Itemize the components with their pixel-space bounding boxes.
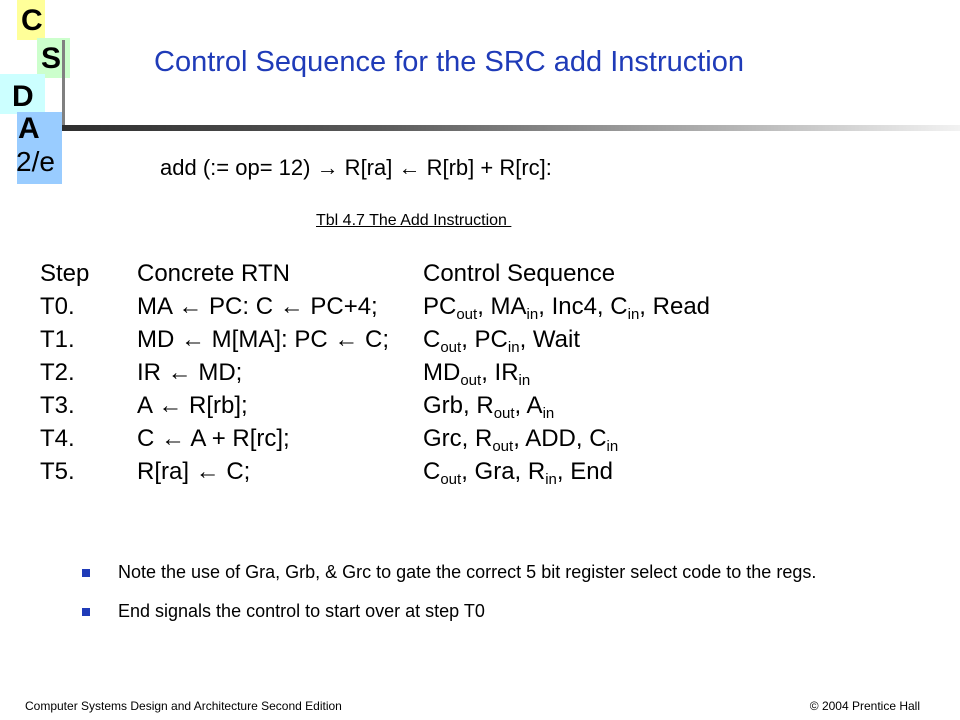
step-cell: T5. xyxy=(40,458,75,485)
footer-copyright: © 2004 Prentice Hall xyxy=(809,699,920,713)
step-cell: T3. xyxy=(40,392,75,419)
signal-name: , ADD, C xyxy=(513,425,607,452)
signal-name: Grb, R xyxy=(423,392,494,419)
signal-subscript: out xyxy=(493,405,515,422)
rtn-cell: IR ← MD; xyxy=(137,359,243,386)
bullet-square-icon xyxy=(82,608,90,616)
control-signals-cell: Grc, Rout, ADD, Cin xyxy=(423,425,619,455)
right-arrow-icon: → xyxy=(316,155,339,180)
header-rtn: Concrete RTN xyxy=(137,260,290,287)
signal-name: , End xyxy=(556,458,613,485)
left-arrow-icon: ← xyxy=(398,155,421,180)
signal-subscript: in xyxy=(518,372,531,389)
control-signals-cell: Cout, PCin, Wait xyxy=(423,326,581,356)
logo-letter-s: S xyxy=(41,42,62,75)
footer-book-title: Computer Systems Design and Architecture… xyxy=(25,699,342,713)
control-signals-cell: Grb, Rout, Ain xyxy=(423,392,555,422)
rtn-cell: A ← R[rb]; xyxy=(137,392,248,419)
signal-subscript: in xyxy=(526,306,539,323)
signal-subscript: out xyxy=(456,306,478,323)
list-item: End signals the control to start over at… xyxy=(82,599,842,624)
signal-name: , Wait xyxy=(519,326,581,353)
signal-name: , Inc4, C xyxy=(538,293,628,320)
signal-subscript: in xyxy=(606,438,619,455)
list-item: Note the use of Gra, Grb, & Grc to gate … xyxy=(82,560,842,585)
header-step: Step xyxy=(40,260,90,287)
signal-subscript: out xyxy=(440,471,462,488)
signal-subscript: in xyxy=(545,471,557,488)
bullet-square-icon xyxy=(82,569,90,577)
rtn-cell: R[ra] ← C; xyxy=(137,458,251,485)
note-text: Note the use of Gra, Grb, & Grc to gate … xyxy=(118,562,817,582)
signal-name: PC xyxy=(423,293,457,320)
step-cell: T2. xyxy=(40,359,75,386)
title-vertical-rule xyxy=(62,40,65,130)
rtn-cell: MD ← M[MA]: PC ← C; xyxy=(137,326,389,353)
signal-name: , A xyxy=(514,392,543,419)
note-text: End signals the control to start over at… xyxy=(118,601,485,621)
logo-square-blue xyxy=(17,112,62,184)
slide-title: Control Sequence for the SRC add Instruc… xyxy=(154,46,744,78)
step-cell: T1. xyxy=(40,326,75,353)
rtn-part-2: R[ra] xyxy=(338,155,399,180)
step-cell: T4. xyxy=(40,425,75,452)
signal-name: , IR xyxy=(481,359,519,386)
logo-square-cyan xyxy=(0,74,45,114)
signal-name: , MA xyxy=(477,293,527,320)
logo-square-yellow xyxy=(17,0,45,40)
rtn-cell: MA ← PC: C ← PC+4; xyxy=(137,293,378,320)
signal-subscript: out xyxy=(492,438,514,455)
signal-name: C xyxy=(423,458,441,485)
control-signals-cell: PCout, MAin, Inc4, Cin, Read xyxy=(423,293,711,323)
signal-subscript: in xyxy=(542,405,555,422)
signal-subscript: out xyxy=(440,339,462,356)
signal-name: , Read xyxy=(639,293,711,320)
rtn-cell: C ← A + R[rc]; xyxy=(137,425,290,452)
control-signals-cell: Cout, Gra, Rin, End xyxy=(423,458,613,488)
table-caption: Tbl 4.7 The Add Instruction xyxy=(316,212,512,229)
notes-list: Note the use of Gra, Grb, & Grc to gate … xyxy=(82,560,842,638)
header-control: Control Sequence xyxy=(423,260,616,287)
signal-subscript: in xyxy=(627,306,640,323)
title-horizontal-rule xyxy=(62,125,960,131)
signal-subscript: in xyxy=(507,339,520,356)
control-signals-cell: MDout, IRin xyxy=(423,359,531,389)
logo-letter-a: A xyxy=(18,112,40,145)
signal-name: C xyxy=(423,326,441,353)
rtn-part-1: add (:= op= 12) xyxy=(160,155,317,180)
logo-letter-c: C xyxy=(21,4,43,37)
rtn-part-3: R[rb] + R[rc]: xyxy=(420,155,552,180)
logo-letter-d: D xyxy=(12,80,34,113)
signal-name: , Gra, R xyxy=(461,458,546,485)
instruction-rtn: add (:= op= 12) → R[ra] ← R[rb] + R[rc]: xyxy=(160,155,552,181)
signal-name: Grc, R xyxy=(423,425,493,452)
signal-name: , PC xyxy=(461,326,508,353)
step-cell: T0. xyxy=(40,293,75,320)
logo-edition: 2/e xyxy=(16,146,55,177)
signal-name: MD xyxy=(423,359,461,386)
signal-subscript: out xyxy=(460,372,482,389)
